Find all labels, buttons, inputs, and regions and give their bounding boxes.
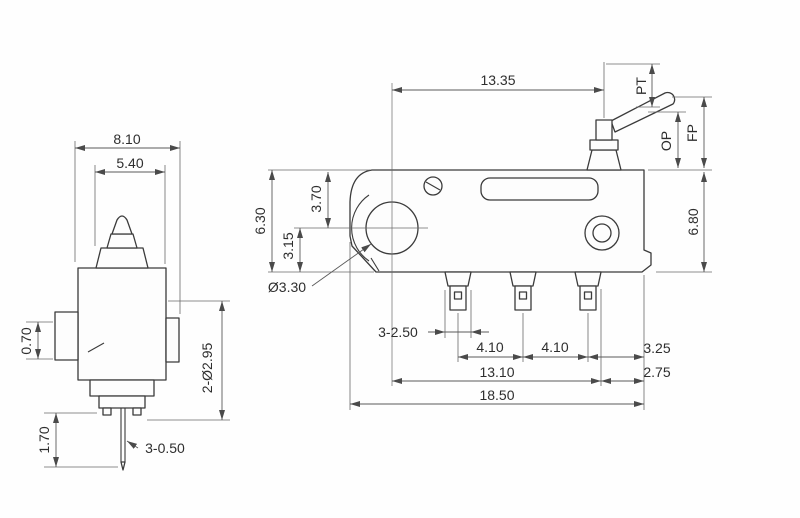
dim-pin-length-label: 1.70 — [36, 426, 52, 453]
label-pt: PT — [633, 77, 649, 95]
lower-step-1 — [89, 379, 155, 397]
plunger-base-side — [95, 247, 149, 269]
side-view-body — [54, 215, 180, 471]
terminal-2 — [509, 271, 537, 311]
front-view: 13.35 PT OP FP 6.80 6.30 3.70 3.15 Ø3.30… — [252, 62, 712, 410]
dim-pins-label: 3-0.50 — [145, 440, 185, 456]
dim-terminal-width-label: 3-2.50 — [378, 324, 418, 340]
dim-hole-to-plunger-label: 13.35 — [480, 72, 515, 88]
label-recess — [480, 177, 599, 201]
lever-arm — [610, 91, 676, 133]
dim-hole-dia-label: Ø3.30 — [268, 279, 306, 295]
dim-mount-holes-label: 2-Ø2.95 — [199, 342, 215, 393]
switch-body-side — [77, 267, 167, 381]
foot-right — [132, 407, 142, 416]
dim-edge-to-terminal-1-label: 3.25 — [643, 340, 670, 356]
plunger-cap — [595, 119, 613, 141]
dim-hole-to-bottom-label: 3.15 — [280, 232, 296, 259]
terminal-1 — [444, 271, 472, 311]
dim-body-height-right-label: 6.80 — [685, 208, 701, 235]
dim-body-width-label: 5.40 — [116, 155, 143, 171]
dim-top-to-hole-label: 3.70 — [308, 185, 324, 212]
nose-chamfer-line — [370, 257, 380, 272]
lower-step-2 — [98, 395, 146, 409]
dim-hole-to-terminal-label: 13.10 — [479, 364, 514, 380]
right-boss — [165, 317, 180, 363]
body-detail-line — [87, 342, 105, 353]
terminal-3 — [574, 271, 602, 311]
front-view-dimensions: 13.35 PT OP FP 6.80 6.30 3.70 3.15 Ø3.30… — [252, 62, 712, 410]
plunger-tip-side — [111, 215, 133, 235]
plunger-collar — [589, 139, 619, 151]
dim-terminal-pitch-1-label: 4.10 — [476, 339, 503, 355]
dim-edge-to-terminal-2-label: 2.75 — [643, 364, 670, 380]
dim-overall-width-label: 8.10 — [113, 131, 140, 147]
dim-step-height-label: 0.70 — [18, 327, 34, 354]
plunger-collar-side — [106, 233, 138, 249]
label-op: OP — [658, 131, 674, 151]
plunger-base — [586, 149, 622, 171]
foot-left — [102, 407, 112, 416]
front-view-body — [294, 91, 676, 311]
side-view-dimensions: 8.10 5.40 0.70 1.70 3-0.50 2-Ø2.95 — [18, 131, 230, 468]
side-view: 8.10 5.40 0.70 1.70 3-0.50 2-Ø2.95 — [18, 131, 230, 471]
dim-body-height-left-label: 6.30 — [252, 207, 268, 234]
screw-slot — [425, 181, 441, 191]
left-boss — [54, 311, 79, 361]
dim-terminal-pitch-2-label: 4.10 — [541, 339, 568, 355]
label-fp: FP — [684, 124, 700, 142]
dim-overall-length-label: 18.50 — [479, 387, 514, 403]
terminal-pin-tip — [120, 461, 126, 471]
roller-inner — [592, 223, 612, 243]
